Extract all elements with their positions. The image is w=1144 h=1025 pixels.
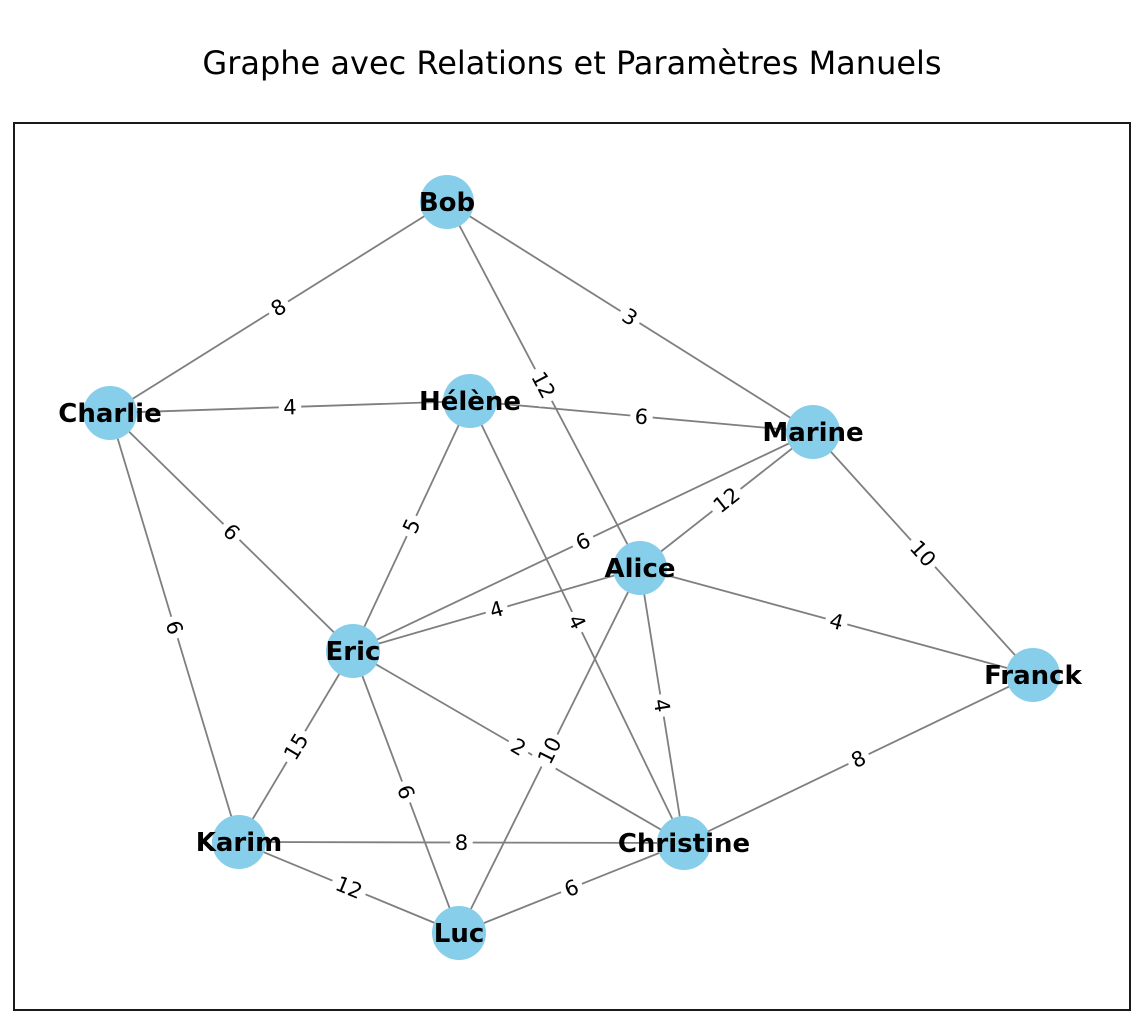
edge-label-bbox [613, 299, 647, 335]
edge-label-bbox [278, 393, 302, 421]
edge-label-group: 2 [502, 729, 535, 765]
edge-label-group: 4 [559, 606, 595, 638]
edge-label-bbox [261, 290, 296, 325]
edge-label-bbox [842, 741, 875, 777]
edge-label-group: 4 [822, 605, 851, 638]
graph-node [212, 815, 266, 869]
edge-label-group: 6 [389, 776, 423, 808]
node-label: Charlie [58, 399, 161, 429]
edge-label-bbox [502, 729, 535, 765]
edge-label-group: 5 [394, 510, 429, 542]
edge-label-group: 6 [567, 524, 599, 559]
edge-label-bbox [327, 868, 371, 907]
edge-label-group: 12 [523, 362, 564, 408]
node-label: Franck [984, 661, 1082, 691]
edge-label-group: 6 [629, 402, 654, 431]
edge-label-group: 4 [278, 393, 302, 421]
edge-label-group: 8 [450, 828, 473, 857]
edge-label-bbox [629, 402, 654, 431]
edge-label-group: 10 [900, 531, 946, 576]
edge-weight-label: 4 [649, 697, 675, 714]
edge-label-bbox [822, 605, 851, 638]
edge-label-bbox [394, 510, 429, 542]
edge-weight-label: 4 [487, 596, 507, 623]
node-label: Bob [419, 188, 475, 218]
edge-label-bbox [275, 724, 317, 769]
figure-title: Graphe avec Relations et Paramètres Manu… [202, 44, 942, 82]
edge-label-bbox [559, 606, 595, 638]
edge-label-bbox [704, 478, 749, 522]
edge-weight-label: 4 [283, 395, 297, 419]
edge-label-bbox [158, 612, 191, 643]
graph-node [657, 816, 711, 870]
edge-weight-label: 6 [161, 618, 188, 638]
edge-weight-label: 4 [827, 609, 846, 636]
edge-label-bbox [214, 514, 249, 550]
edge-label-group: 12 [327, 868, 371, 907]
edge-label-bbox [646, 692, 678, 719]
edge-weight-label: 8 [455, 831, 468, 855]
node-label: Marine [762, 418, 863, 448]
edge-label-bbox [567, 524, 599, 559]
edge-label-group: 3 [613, 299, 647, 335]
graph-node [443, 374, 497, 428]
edge-label-group: 15 [275, 724, 317, 769]
edge-label-bbox [529, 728, 570, 773]
edge-label-group: 10 [529, 728, 570, 773]
edge-label-bbox [900, 531, 946, 576]
node-label: Luc [434, 919, 485, 949]
node-label: Karim [196, 828, 283, 858]
node-label: Hélène [419, 387, 521, 417]
edge-label-group: 12 [704, 478, 749, 522]
edge-label-group: 6 [556, 871, 587, 905]
edge-label-bbox [450, 828, 473, 857]
node-label: Eric [326, 637, 381, 667]
graph-node [1006, 648, 1060, 702]
node-label: Christine [618, 829, 750, 859]
edge-label-group: 4 [481, 593, 512, 626]
graph-node [326, 624, 380, 678]
graph-node [613, 541, 667, 595]
edge-label-bbox [481, 593, 512, 626]
node-label: Alice [605, 554, 676, 584]
edge-label-bbox [523, 362, 564, 408]
edge-weight-label: 6 [634, 404, 649, 429]
graph-node [786, 405, 840, 459]
graph-node [83, 386, 137, 440]
edge-label-group: 8 [261, 290, 296, 325]
edge-label-bbox [556, 871, 587, 905]
edge-label-bbox [389, 776, 423, 808]
edge-label-group: 6 [158, 612, 191, 643]
edge-label-group: 8 [842, 741, 875, 777]
graph-node [432, 906, 486, 960]
plot-frame [13, 122, 1131, 1011]
edge-label-group: 4 [646, 692, 678, 719]
graph-node [420, 175, 474, 229]
